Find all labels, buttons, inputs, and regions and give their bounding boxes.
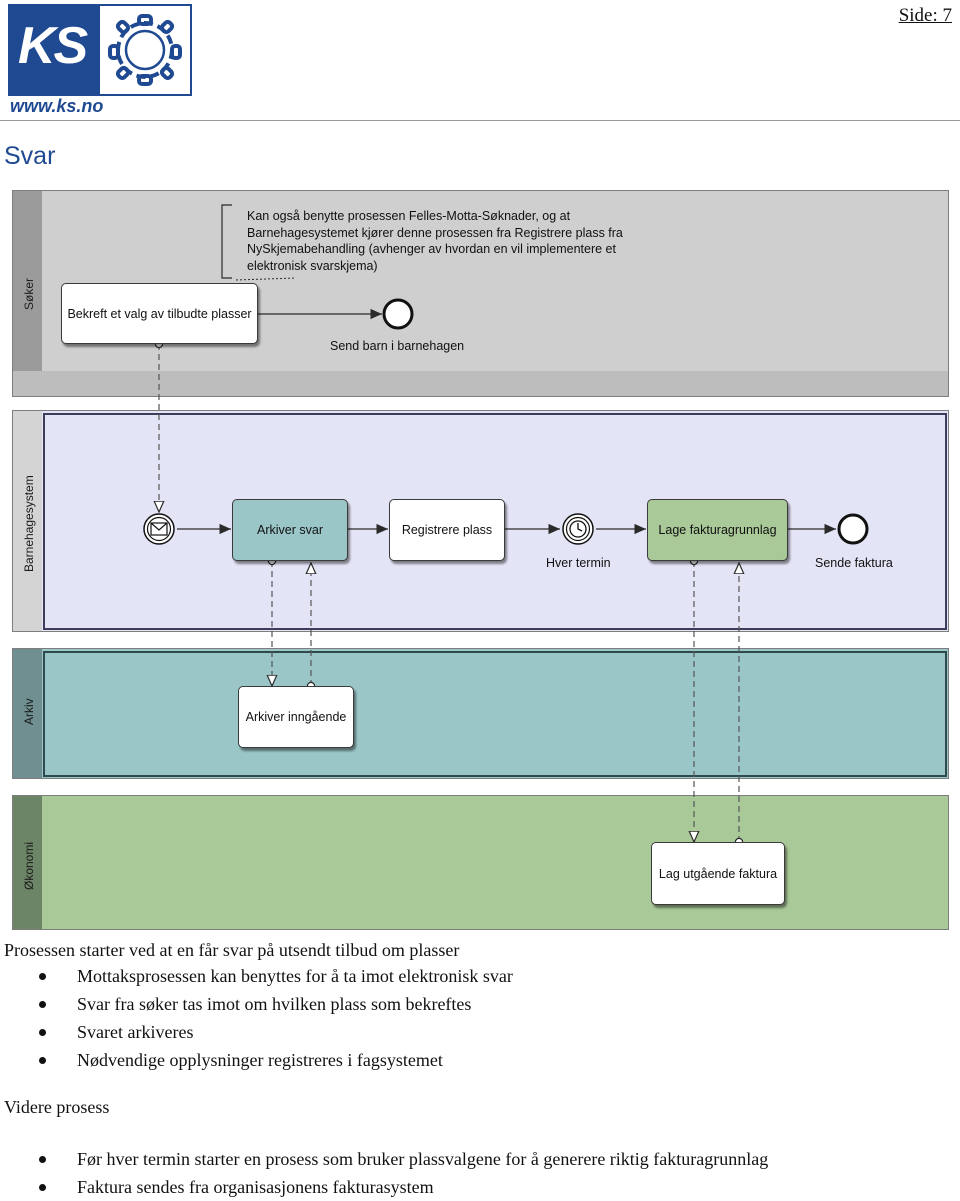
task-bekreft-valg: Bekreft et valg av tilbudte plasser — [61, 283, 258, 344]
list-item: Nødvendige opplysninger registreres i fa… — [0, 1046, 513, 1074]
lane-barnehagesystem-inner — [43, 413, 947, 630]
list-item: Svar fra søker tas imot om hvilken plass… — [0, 990, 513, 1018]
event-label-sende-faktura: Sende faktura — [815, 556, 893, 570]
diagram-annotation: Kan også benytte prosessen Felles-Motta-… — [247, 209, 623, 273]
site-url: www.ks.no — [10, 96, 104, 116]
process-diagram: Søker Barnehagesystem Arkiv Økonomi — [12, 190, 949, 940]
bullet-list-1: Mottaksprosessen kan benyttes for å ta i… — [0, 962, 513, 1074]
intro-paragraph: Prosessen starter ved at en får svar på … — [4, 940, 460, 960]
lane-arkiv-label-col — [13, 649, 42, 778]
header-divider — [0, 120, 960, 121]
ks-logo-text: KS — [18, 17, 88, 75]
task-arkiver-svar: Arkiver svar — [232, 499, 348, 561]
lane-arkiv — [12, 648, 949, 779]
lane-barnehagesystem-label-col — [13, 411, 42, 631]
lane-arkiv-inner — [43, 651, 947, 777]
task-lag-utgaende-faktura: Lag utgående faktura — [651, 842, 785, 905]
diagram-connectors — [143, 204, 869, 940]
list-item: Faktura sendes fra organisasjonens faktu… — [0, 1173, 768, 1201]
section-title: Svar — [4, 142, 56, 170]
event-label-hver-termin: Hver termin — [546, 556, 611, 570]
lane-okonomi-label-col — [13, 796, 42, 929]
end-event-sende-faktura — [837, 513, 869, 545]
lane-okonomi — [12, 795, 949, 930]
list-item: Mottaksprosessen kan benyttes for å ta i… — [0, 962, 513, 990]
list-item: Før hver termin starter en prosess som b… — [0, 1145, 768, 1173]
lane-soker-footer — [13, 371, 948, 396]
annotation-bracket — [221, 204, 232, 279]
list-item: Svaret arkiveres — [0, 1018, 513, 1046]
event-label-send-barn: Send barn i barnehagen — [330, 339, 465, 353]
page-number: Side: 7 — [898, 5, 952, 26]
subheading-videre-prosess: Videre prosess — [4, 1097, 110, 1117]
task-arkiver-inngaende: Arkiver inngående — [238, 686, 354, 748]
annotation-link — [235, 277, 297, 281]
task-lage-fakturagrunnlag: Lage fakturagrunnlag — [647, 499, 788, 561]
lane-soker-label-col — [13, 191, 42, 396]
end-event-send-barn — [382, 298, 414, 330]
ks-chain-emblem-icon — [100, 6, 190, 94]
bullet-list-2: Før hver termin starter en prosess som b… — [0, 1145, 768, 1201]
task-registrere-plass: Registrere plass — [389, 499, 505, 561]
